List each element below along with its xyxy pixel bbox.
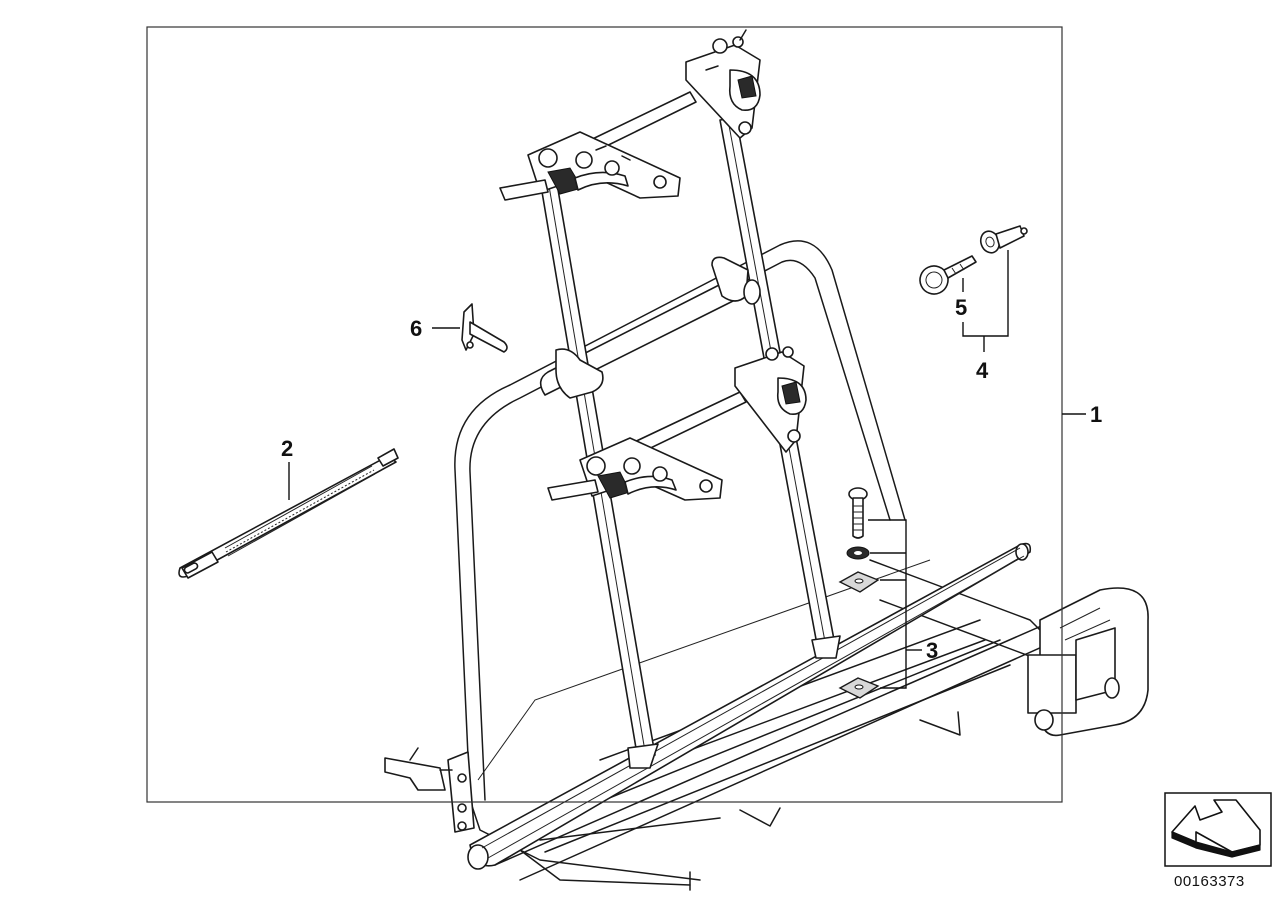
return-arrow-icon: [1164, 792, 1272, 867]
carrier-base: [384, 240, 1149, 891]
bicycle-holder: [499, 29, 841, 769]
key-part: [919, 255, 977, 295]
lock-cylinder-part: [979, 225, 1028, 254]
callout-5: 5: [955, 295, 967, 320]
document-number: 00163373: [1174, 873, 1245, 890]
fastener-set-part: [838, 487, 880, 699]
callout-4: 4: [976, 358, 989, 383]
strap-part: [178, 448, 399, 579]
leader-lines: [288, 250, 1086, 689]
callout-3: 3: [926, 638, 938, 663]
lock-pin-part: [461, 303, 508, 353]
callout-1: 1: [1090, 402, 1102, 427]
callout-6: 6: [410, 316, 422, 341]
callout-2: 2: [281, 436, 293, 461]
